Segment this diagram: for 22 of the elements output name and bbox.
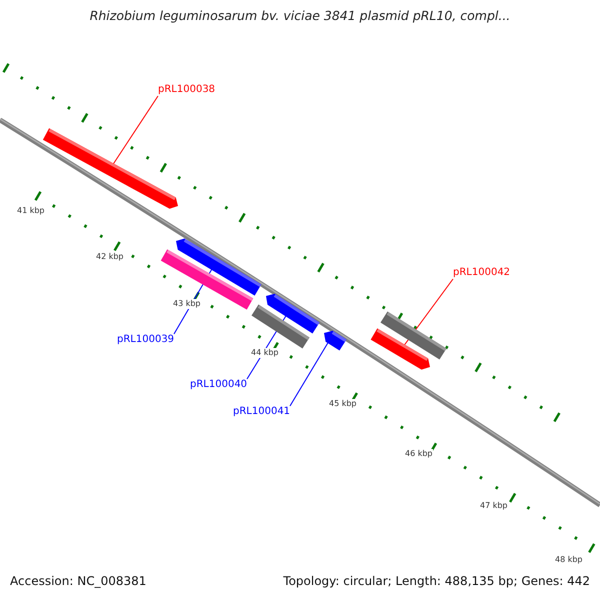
leader-line: [112, 96, 158, 165]
tick-label: 46 kbp: [405, 449, 433, 459]
gene-feature: [252, 304, 310, 348]
map-title: Rhizobium leguminosarum bv. viciae 3841 plasmid pRL10, compl...: [88, 8, 512, 23]
tick-label: 44 kbp: [251, 348, 279, 358]
accession-text: Accession: NC_008381: [10, 574, 146, 588]
gene-label: pRL100041: [233, 406, 290, 418]
gene-feature: [370, 328, 430, 370]
gene-label: pRL100040: [190, 379, 248, 391]
summary-text: Topology: circular; Length: 488,135 bp; Genes: 442: [283, 574, 590, 588]
gene-label: pRL100042: [453, 267, 510, 279]
gene-label: pRL100038: [158, 84, 216, 96]
tick-label: 48 kbp: [555, 555, 583, 565]
tick-label: 41 kbp: [17, 206, 45, 216]
gene-feature: [324, 330, 346, 350]
tick-label: 47 kbp: [480, 501, 508, 511]
tick-label: 42 kbp: [96, 252, 124, 262]
gene-label: pRL100039: [117, 334, 174, 346]
leader-line: [290, 342, 329, 406]
tick-label: 43 kbp: [173, 299, 201, 309]
tick-label: 45 kbp: [329, 399, 357, 409]
gene-feature: [42, 128, 178, 209]
